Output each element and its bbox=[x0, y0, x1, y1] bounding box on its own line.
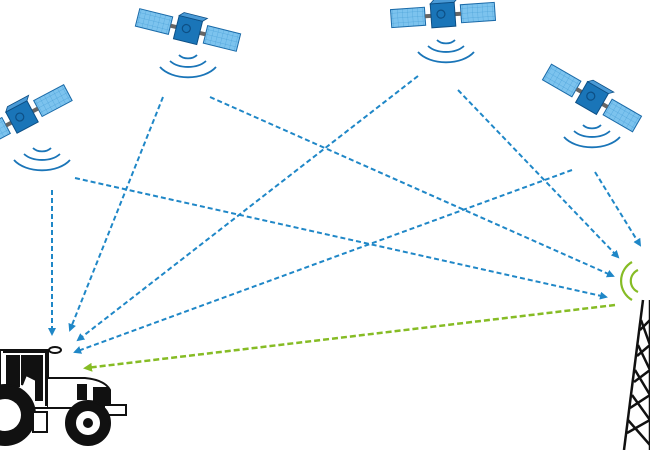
signal-line bbox=[73, 169, 573, 354]
correction-line bbox=[83, 303, 616, 372]
tractor-icon bbox=[0, 346, 127, 446]
satellite-icon bbox=[0, 77, 75, 153]
signal-waves-icon bbox=[563, 124, 621, 149]
signal-line bbox=[594, 171, 642, 247]
signal-line bbox=[76, 75, 419, 342]
satellite-icon bbox=[540, 57, 646, 135]
signal-waves-icon bbox=[159, 54, 217, 79]
signal-waves-icon bbox=[417, 39, 475, 64]
signal-lines bbox=[48, 75, 642, 354]
signal-line bbox=[68, 96, 164, 332]
signal-line bbox=[457, 89, 620, 259]
satellite-icon bbox=[389, 0, 497, 32]
signal-waves-icon bbox=[13, 147, 71, 172]
radio-tower-icon bbox=[619, 261, 650, 450]
signal-line bbox=[209, 96, 615, 278]
signal-line bbox=[74, 177, 608, 300]
satellite-icon bbox=[134, 1, 243, 55]
